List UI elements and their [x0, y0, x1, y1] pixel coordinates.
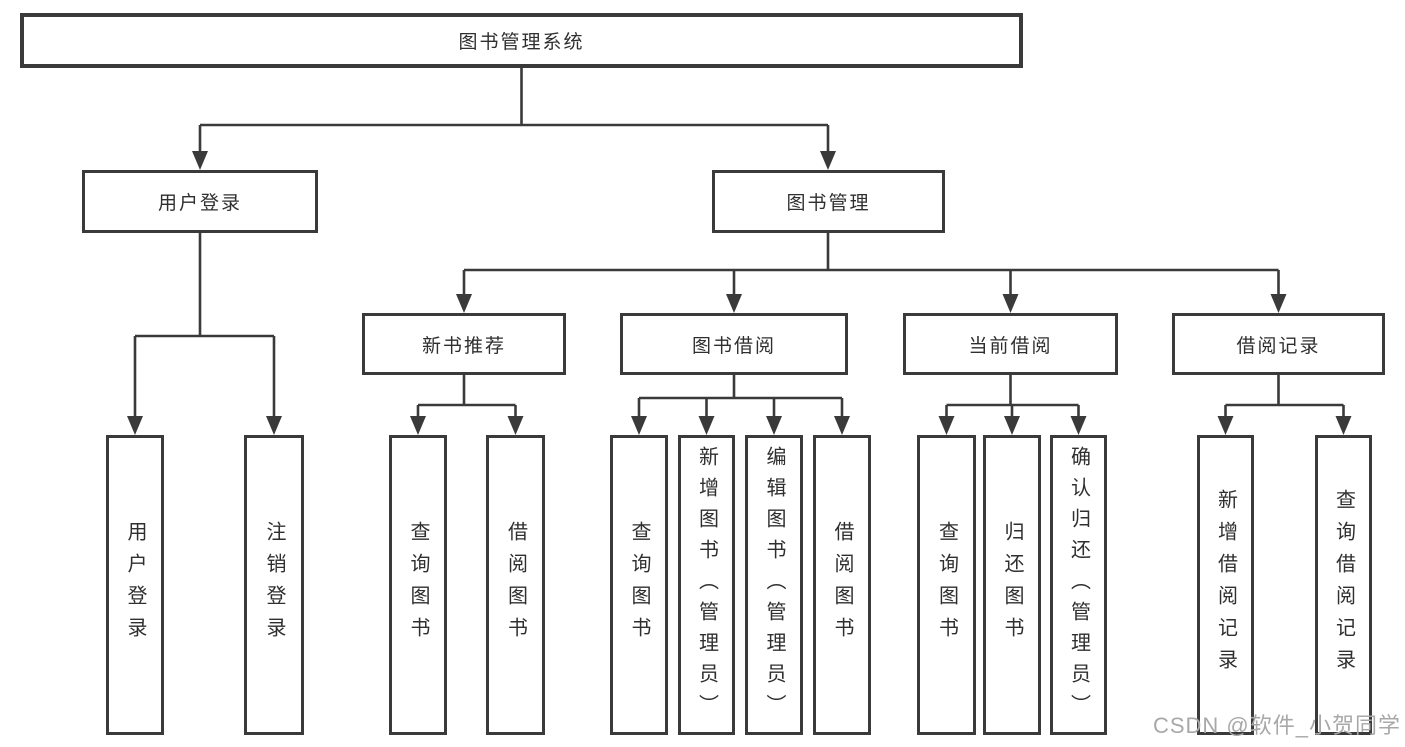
- connector-borrowing: [631, 375, 850, 435]
- leaf-records-add-label: 新增借阅记录: [1214, 489, 1237, 681]
- leaf-current-query: 查询图书: [917, 435, 976, 735]
- node-borrow-records-label: 借阅记录: [1236, 335, 1321, 357]
- node-new-books-label: 新书推荐: [421, 335, 506, 357]
- node-book-management-label: 图书管理: [786, 193, 871, 214]
- connector-user-login: [127, 233, 282, 435]
- node-borrowing-label: 图书借阅: [691, 335, 776, 357]
- leaf-newbooks-borrow: 借阅图书: [486, 435, 545, 735]
- leaf-borrowing-borrow-label: 借阅图书: [831, 521, 853, 649]
- csdn-watermark: CSDN @软件_小贺同学: [1152, 713, 1401, 738]
- connector-book-management: [456, 233, 1287, 313]
- leaf-records-query: 查询借阅记录: [1315, 435, 1372, 735]
- leaf-newbooks-borrow-label: 借阅图书: [504, 521, 527, 649]
- leaf-newbooks-query-label: 查询图书: [407, 521, 429, 649]
- node-user-login-label: 用户登录: [157, 193, 242, 214]
- leaf-current-confirm-return-admin: 确认归还（管理员）: [1050, 435, 1107, 735]
- connector-root: [192, 68, 836, 170]
- leaf-records-add: 新增借阅记录: [1197, 435, 1254, 735]
- leaf-current-return: 归还图书: [983, 435, 1041, 735]
- node-root-system: 图书管理系统: [20, 13, 1023, 68]
- leaf-borrowing-borrow: 借阅图书: [813, 435, 871, 735]
- leaf-borrowing-edit-admin: 编辑图书（管理员）: [745, 435, 803, 735]
- leaf-current-return-label: 归还图书: [1001, 521, 1023, 649]
- leaf-logout: 注销登录: [244, 435, 304, 735]
- leaf-borrowing-add-admin-label: 新增图书（管理员）: [695, 445, 718, 725]
- leaf-current-confirm-return-admin-label: 确认归还（管理员）: [1067, 445, 1090, 725]
- node-current-borrow-label: 当前借阅: [968, 335, 1053, 357]
- leaf-borrowing-query: 查询图书: [610, 435, 668, 735]
- leaf-current-query-label: 查询图书: [935, 521, 958, 649]
- node-new-books: 新书推荐: [362, 313, 566, 375]
- node-current-borrow: 当前借阅: [903, 313, 1118, 375]
- node-root-label: 图书管理系统: [458, 32, 585, 53]
- leaf-logout-label: 注销登录: [263, 521, 285, 649]
- connector-current: [938, 375, 1087, 435]
- connector-new-books: [410, 375, 524, 435]
- connector-records: [1217, 375, 1352, 435]
- leaf-borrowing-add-admin: 新增图书（管理员）: [678, 435, 735, 735]
- node-user-login: 用户登录: [82, 170, 318, 233]
- node-borrow-records: 借阅记录: [1172, 313, 1385, 375]
- leaf-borrowing-edit-admin-label: 编辑图书（管理员）: [763, 445, 785, 725]
- leaf-records-query-label: 查询借阅记录: [1332, 489, 1355, 681]
- node-borrowing: 图书借阅: [620, 313, 848, 375]
- leaf-borrowing-query-label: 查询图书: [628, 521, 650, 649]
- leaf-user-login: 用户登录: [106, 435, 164, 735]
- node-book-management: 图书管理: [712, 170, 945, 233]
- leaf-user-login-label: 用户登录: [124, 521, 146, 649]
- leaf-newbooks-query: 查询图书: [389, 435, 447, 735]
